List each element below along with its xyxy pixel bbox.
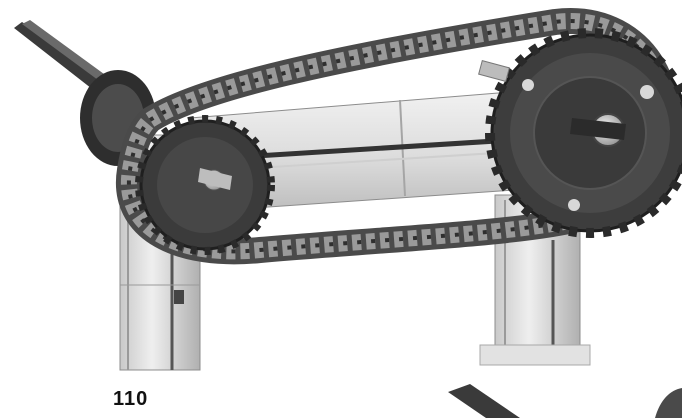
small-sprocket <box>135 115 275 255</box>
figure-number: 110 <box>113 388 149 410</box>
large-sprocket <box>485 28 682 238</box>
axle-stub <box>478 60 510 82</box>
next-figure-fragment <box>448 384 682 418</box>
